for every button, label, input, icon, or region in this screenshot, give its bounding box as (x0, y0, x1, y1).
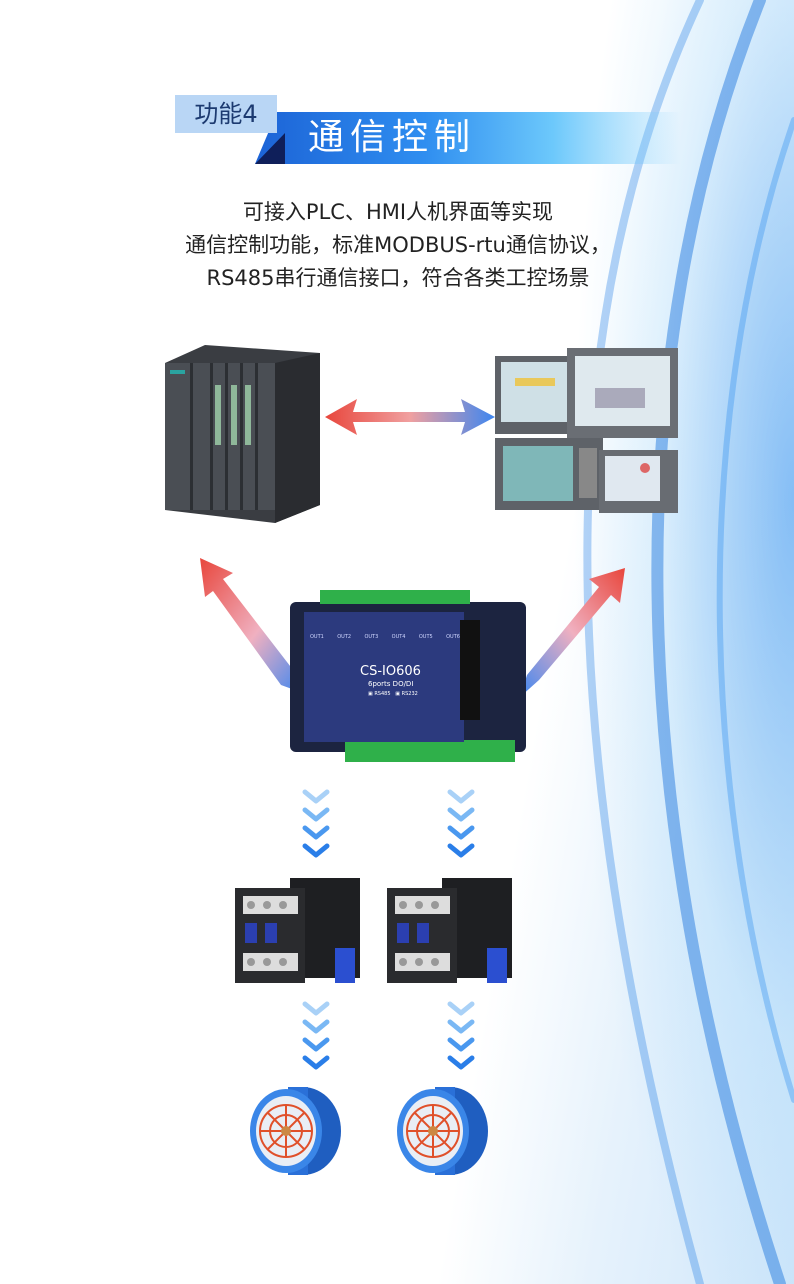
output-label: OUT2 (337, 634, 352, 640)
diagonal-arrow-right (520, 568, 625, 697)
description-line: 通信控制功能，标准MODBUS-rtu通信协议， (185, 233, 611, 257)
section-title: 通信控制 (308, 117, 477, 158)
description: 可接入PLC、HMI人机界面等实现 通信控制功能，标准MODBUS-rtu通信协… (100, 196, 696, 295)
output-label: OUT1 (310, 634, 324, 640)
hmi-screens-image (495, 348, 678, 513)
contactor-image (235, 878, 360, 986)
rs232-check: RS232 (401, 691, 418, 697)
description-line: RS485串行通信接口，符合各类工控场景 (206, 266, 590, 290)
diagonal-arrow-left (200, 558, 303, 693)
chevron-down-icon (301, 1000, 331, 1078)
chevron-down-icon (446, 1000, 476, 1078)
output-label: OUT4 (391, 634, 406, 640)
fan-image (248, 1085, 343, 1177)
contactor-image (387, 878, 512, 986)
description-line: 可接入PLC、HMI人机界面等实现 (242, 200, 554, 224)
io-module-device: OUT1 OUT2 OUT3 OUT4 OUT5 OUT6 CS-IO606 6ports… (290, 590, 526, 766)
plc-image (165, 345, 320, 523)
rs485-check: RS485 (374, 691, 391, 697)
output-label: OUT3 (364, 634, 379, 640)
bidirectional-arrow (325, 399, 495, 435)
feature-tag: 功能4 (175, 95, 277, 133)
title-bar (255, 112, 680, 164)
fan-image (395, 1085, 490, 1177)
chevron-down-icon (446, 788, 476, 866)
device-subtitle: 6ports DO/DI (368, 680, 414, 688)
output-label: OUT5 (418, 634, 433, 640)
device-model: CS-IO606 (360, 664, 421, 679)
output-label: OUT6 (446, 634, 460, 640)
chevron-down-icon (301, 788, 331, 866)
